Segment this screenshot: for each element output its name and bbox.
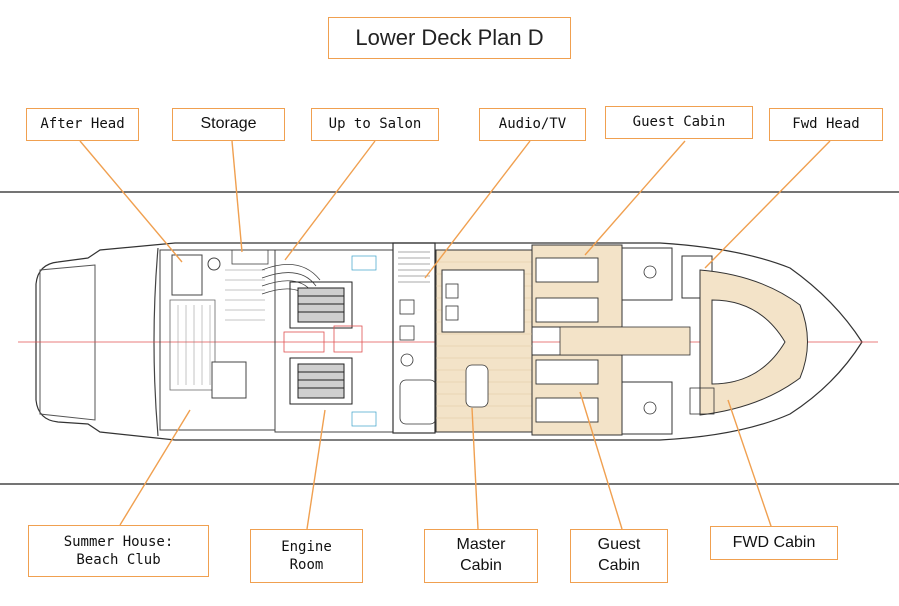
label-summer-house: Summer House: Beach Club xyxy=(28,525,209,577)
leader-master-cabin xyxy=(471,407,479,530)
master-sofa xyxy=(465,364,489,408)
label-after-head: After Head xyxy=(26,108,139,141)
leader-summer-house xyxy=(119,409,191,526)
beach-club-hatching xyxy=(177,269,265,385)
label-master-cabin: Master Cabin xyxy=(424,529,538,583)
leader-audio-tv xyxy=(424,140,531,279)
label-storage: Storage xyxy=(172,108,285,141)
engine-port xyxy=(289,281,353,329)
master-pillow-2 xyxy=(445,305,459,321)
engine-room-panel xyxy=(283,331,325,353)
leader-fwd-head xyxy=(704,140,831,269)
callout-leaders xyxy=(79,140,831,530)
master-sink-1 xyxy=(399,299,415,315)
fwd-cabin-bed xyxy=(711,299,786,385)
guest-head-top-toilet xyxy=(643,265,657,279)
after-head-toilet xyxy=(207,257,221,271)
label-up-to-salon: Up to Salon xyxy=(311,108,439,141)
audio-tv-cabinet xyxy=(392,242,436,434)
hull-outline xyxy=(35,242,863,441)
beach-club-table xyxy=(211,361,247,399)
leader-storage xyxy=(231,140,243,253)
guest-cabin-top-bed-1 xyxy=(535,257,599,283)
guest-head-top xyxy=(621,247,673,301)
swim-platform xyxy=(39,264,96,421)
label-audio-tv: Audio/TV xyxy=(479,108,586,141)
label-guest-cabin-bottom: Guest Cabin xyxy=(570,529,668,583)
leader-guest-cabin-bottom xyxy=(579,391,623,530)
leader-engine-room xyxy=(306,409,326,530)
beach-club-seating xyxy=(169,299,216,391)
label-fwd-cabin: FWD Cabin xyxy=(710,526,838,560)
leader-up-to-salon xyxy=(284,140,376,261)
master-bed xyxy=(441,269,525,333)
guest-cabin-top-bed-2 xyxy=(535,297,599,323)
label-guest-cabin-top: Guest Cabin xyxy=(605,106,753,139)
engine-room-tank-2 xyxy=(351,411,377,427)
label-engine-room: Engine Room xyxy=(250,529,363,583)
master-sink-2 xyxy=(399,325,415,341)
engine-room-panel-2 xyxy=(333,325,363,353)
leader-fwd-cabin xyxy=(727,399,773,530)
guest-head-bottom xyxy=(621,381,673,435)
leader-after-head xyxy=(79,140,183,263)
storage-locker xyxy=(231,249,269,265)
master-shower xyxy=(399,379,437,425)
engine-room-tank xyxy=(351,255,377,271)
master-pillow-1 xyxy=(445,283,459,299)
engine-starboard xyxy=(289,357,353,405)
after-head-fixture xyxy=(171,254,203,296)
guest-cabin-bottom-bed-1 xyxy=(535,359,599,385)
fwd-cabin-locker xyxy=(689,387,715,415)
label-fwd-head: Fwd Head xyxy=(769,108,883,141)
page-title: Lower Deck Plan D xyxy=(328,17,571,59)
corridor xyxy=(559,326,691,356)
audio-tv-shelving xyxy=(398,251,430,283)
leader-guest-cabin-top xyxy=(584,140,686,256)
beach-club-area xyxy=(159,249,276,431)
master-toilet xyxy=(400,353,414,367)
guest-head-bottom-toilet xyxy=(643,401,657,415)
